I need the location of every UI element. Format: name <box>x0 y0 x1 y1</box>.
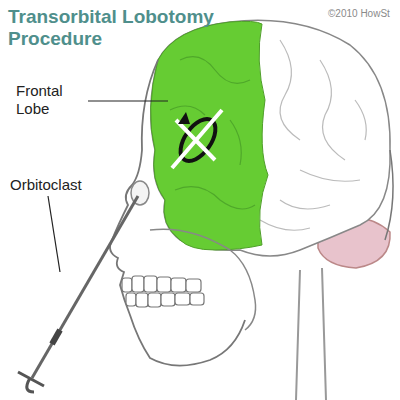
spine-outline <box>296 268 326 400</box>
brain-outline <box>151 20 390 256</box>
cut-path <box>172 110 222 168</box>
part-label: Orbitoclast <box>8 176 84 194</box>
jaw-line <box>150 229 256 330</box>
brain-folds <box>260 40 366 230</box>
teeth <box>122 276 204 307</box>
leader-line <box>48 196 60 272</box>
orbitoclast-handle <box>18 372 44 392</box>
orbitoclast-shaft <box>32 196 138 378</box>
skull-back <box>385 150 393 240</box>
orbitoclast-grip <box>52 330 60 344</box>
arrow-head <box>178 112 190 124</box>
frontal-lobe <box>151 21 268 250</box>
frontal-folds <box>170 57 255 209</box>
part-label: Frontal Lobe <box>14 82 88 118</box>
diagram-title: Transorbital Lobotomy Procedure <box>8 6 238 50</box>
leader-line <box>86 100 168 101</box>
watermark: ©2010 HowSt <box>328 8 390 20</box>
skull-face-outline <box>110 60 245 366</box>
